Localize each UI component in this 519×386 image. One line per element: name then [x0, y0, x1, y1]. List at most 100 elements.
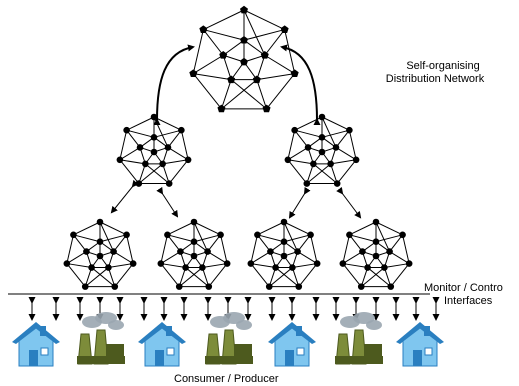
factory-icon: [335, 312, 383, 365]
network-edge: [207, 251, 228, 264]
network-node: [280, 218, 288, 226]
network-node: [83, 248, 90, 255]
network-edge: [119, 159, 146, 165]
house-roof: [12, 322, 60, 344]
network-node: [265, 283, 273, 290]
network-node: [364, 264, 371, 271]
network-edge: [336, 159, 357, 184]
network-node: [399, 231, 406, 239]
network-node: [240, 35, 248, 44]
network-cluster: [157, 218, 231, 290]
network-node: [190, 238, 198, 246]
network-edge: [321, 116, 337, 148]
house-icon: [12, 322, 60, 367]
network-node: [96, 238, 104, 246]
network-edge: [119, 130, 128, 160]
network-edge: [126, 234, 134, 264]
network-node: [199, 264, 206, 271]
cluster-links: [110, 44, 362, 219]
network-cluster: [63, 218, 137, 290]
network-node: [175, 283, 183, 290]
network-edge: [287, 147, 309, 161]
network-node: [307, 231, 314, 239]
network-edge: [313, 163, 338, 184]
network-edge: [192, 29, 204, 74]
network-edge: [250, 263, 276, 269]
network-node: [291, 126, 298, 134]
network-edge: [99, 221, 127, 236]
house-body: [144, 327, 180, 367]
network-node: [164, 231, 171, 239]
network-node: [135, 180, 143, 187]
network-edge: [257, 234, 271, 252]
network-cluster: [189, 5, 299, 113]
house-roof: [396, 322, 444, 344]
network-node: [136, 144, 144, 151]
consumer-producer-icons: [12, 312, 444, 367]
monitor-label-line1: Monitor / Contro: [424, 282, 503, 294]
network-edge: [99, 221, 115, 252]
network-node: [150, 148, 158, 156]
network-node: [387, 283, 395, 290]
network-edge: [167, 234, 181, 252]
network-edge: [145, 163, 170, 184]
network-edge: [203, 29, 245, 41]
network-edge: [160, 263, 186, 269]
network-edge: [193, 221, 221, 236]
network-title-line1: Self-organising: [406, 60, 480, 72]
network-node: [96, 252, 104, 260]
network-edge: [349, 221, 377, 236]
network-edge: [84, 267, 109, 288]
network-node: [190, 252, 198, 260]
network-node: [81, 283, 89, 290]
network-node: [142, 160, 149, 168]
network-edge: [84, 267, 93, 287]
house-body: [18, 327, 54, 367]
network-edge: [126, 116, 155, 131]
network-edge: [153, 129, 182, 138]
network-edge: [349, 234, 377, 243]
network-edge: [348, 130, 357, 160]
cluster-link-arrow: [156, 186, 179, 218]
network-cluster: [284, 113, 360, 187]
network-edge: [222, 39, 245, 56]
network-edge: [66, 263, 86, 287]
interface-arrows: [28, 297, 440, 321]
network-edge: [208, 263, 228, 287]
network-node: [260, 51, 269, 59]
factory-base: [77, 356, 125, 364]
network-node: [165, 180, 173, 187]
network-node: [182, 264, 189, 271]
network-edge: [162, 163, 170, 184]
factory-base: [205, 356, 253, 364]
network-edge: [268, 267, 277, 287]
house-roof: [268, 322, 316, 344]
network-edge: [99, 234, 127, 243]
network-node: [386, 248, 393, 255]
network-edge: [168, 159, 189, 184]
network-node: [280, 252, 288, 260]
network-edge: [160, 263, 180, 287]
network-node: [227, 75, 236, 84]
network-edge: [330, 163, 338, 184]
network-edge: [256, 79, 268, 110]
house-body: [402, 327, 438, 367]
network-edge: [250, 263, 270, 287]
network-node: [262, 104, 271, 113]
network-edge: [335, 129, 350, 148]
network-edge: [193, 73, 232, 81]
network-edge: [291, 267, 300, 287]
network-edge: [335, 147, 357, 161]
house-window: [424, 347, 433, 356]
network-edge: [306, 163, 314, 184]
network-edge: [153, 116, 182, 131]
network-node: [217, 104, 226, 113]
network-edge: [167, 221, 195, 236]
network-edge: [360, 267, 385, 288]
network-node: [346, 126, 353, 134]
house-icon: [268, 322, 316, 367]
network-node: [333, 180, 341, 187]
network-node: [405, 260, 413, 267]
cluster-link-arrow: [110, 179, 139, 214]
network-node: [189, 69, 198, 77]
